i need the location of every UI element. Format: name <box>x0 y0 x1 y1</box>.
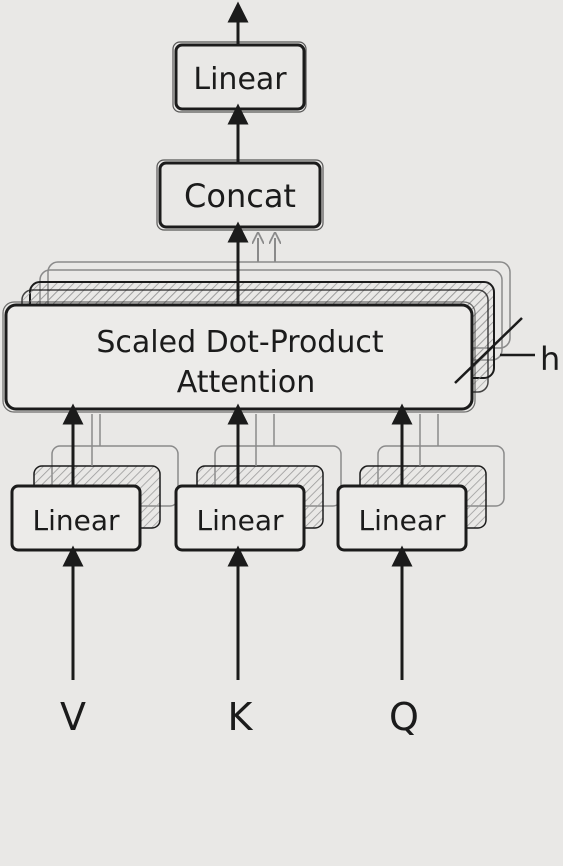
linear-q-label: Linear <box>358 504 446 537</box>
input-k-label: K <box>228 695 254 739</box>
concat-box: Concat <box>156 159 324 231</box>
input-v-label: V <box>60 695 86 739</box>
attention-label-line2: Attention <box>177 365 315 400</box>
linear-k-box: Linear <box>174 484 306 552</box>
linear-v-label: Linear <box>32 504 120 537</box>
linear-q-box: Linear <box>336 484 468 552</box>
heads-label: h <box>540 340 560 378</box>
linear-v-box: Linear <box>10 484 142 552</box>
attention-box: Scaled Dot-Product Attention <box>2 301 476 413</box>
attention-label-line1: Scaled Dot-Product <box>96 325 383 360</box>
linear-k-label: Linear <box>196 504 284 537</box>
concat-label: Concat <box>184 177 296 215</box>
input-q-label: Q <box>389 695 419 739</box>
top-linear-label: Linear <box>193 62 287 97</box>
heads-annotation: h <box>454 317 560 384</box>
